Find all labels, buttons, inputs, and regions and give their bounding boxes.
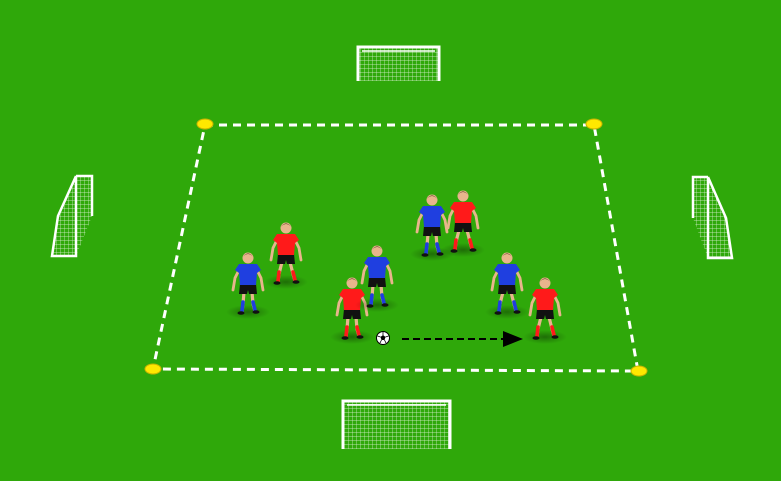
player-red	[523, 277, 567, 344]
bottom-goal	[341, 399, 452, 449]
cone-top-right	[585, 118, 603, 130]
player-red	[441, 190, 485, 257]
cone-top-left	[196, 118, 214, 130]
cone-bottom-right	[630, 365, 648, 377]
players	[226, 190, 567, 344]
left-goal	[50, 174, 94, 258]
cones	[144, 118, 648, 377]
playing-area-boundary	[151, 123, 640, 373]
player-blue	[355, 245, 399, 312]
player-blue	[485, 252, 529, 319]
right-goal	[691, 175, 734, 260]
top-goal	[356, 45, 441, 81]
player-blue	[226, 252, 270, 319]
cone-bottom-left	[144, 363, 162, 375]
player-blue	[410, 194, 454, 261]
player-red	[264, 222, 308, 289]
soccer-ball-icon	[376, 331, 390, 345]
